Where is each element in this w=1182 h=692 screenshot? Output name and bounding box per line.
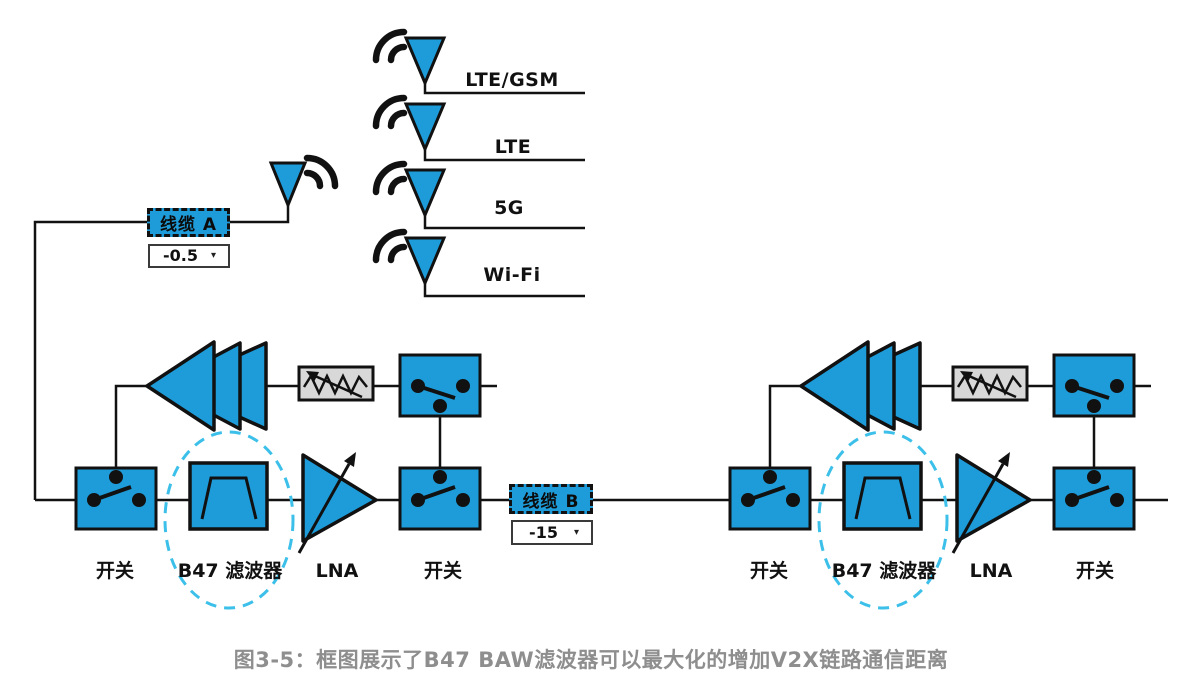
cable-b-loss-dropdown[interactable]: -15 ▾: [511, 520, 593, 545]
rf-switch-icon: [398, 353, 482, 418]
antenna-icon: [376, 164, 585, 230]
antenna-bank: [376, 32, 585, 298]
label-lna-right: LNA: [969, 560, 1013, 582]
v2x-antenna-icon: [268, 154, 339, 209]
figure-caption: 图3-5：框图展示了B47 BAW滤波器可以最大化的增加V2X链路通信距离: [233, 648, 949, 672]
antenna-label-lte-gsm: LTE/GSM: [465, 69, 559, 91]
antenna-label-lte: LTE: [494, 136, 532, 158]
antenna-icon: [376, 98, 585, 162]
label-lna-left: LNA: [315, 560, 359, 582]
label-switch-out-left: 开关: [423, 560, 463, 582]
dropdown-arrow-icon: ▾: [574, 526, 580, 538]
pa-amplifier-icon: [145, 340, 268, 432]
label-switch-in-left: 开关: [95, 560, 135, 582]
antenna-label-wifi: Wi-Fi: [483, 264, 541, 286]
dropdown-arrow-icon: ▾: [211, 250, 217, 261]
cable-a-box[interactable]: 线缆 A: [147, 208, 230, 237]
label-filter-right: B47 滤波器: [831, 560, 937, 582]
lna-amplifier-icon: [297, 452, 378, 554]
filter-highlight-ellipse: [163, 430, 295, 610]
rf-switch-icon: [398, 466, 482, 531]
cable-b-box[interactable]: 线缆 B: [509, 484, 593, 514]
antenna-icon: [376, 232, 585, 298]
cable-b-loss-value: -15: [529, 522, 558, 542]
cable-a-loss-value: -0.5: [163, 246, 198, 265]
label-switch-in-right: 开关: [749, 560, 789, 582]
bandpass-filter-icon: [188, 461, 269, 531]
antenna-label-5g: 5G: [494, 197, 524, 219]
antenna-icon: [376, 32, 585, 95]
rf-switch-icon: [74, 466, 158, 531]
attenuator-icon: [297, 365, 375, 402]
cable-a-loss-dropdown[interactable]: -0.5 ▾: [148, 244, 230, 268]
label-switch-out-right: 开关: [1075, 560, 1115, 582]
label-filter-left: B47 滤波器: [177, 560, 283, 582]
transceiver-chain: [74, 340, 497, 610]
